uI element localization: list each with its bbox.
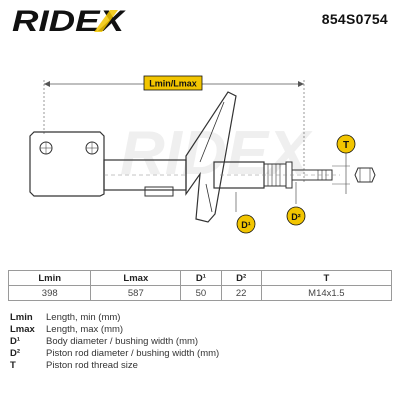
legend-text: Piston rod diameter / bushing width (mm) xyxy=(46,348,220,359)
legend-item: Lmin Length, min (mm) xyxy=(10,312,219,324)
value-t: M14x1.5 xyxy=(260,285,393,301)
specs-value-row: 398 587 50 22 M14x1.5 xyxy=(7,285,393,301)
legend-abbr: D² xyxy=(10,348,21,359)
value-d2: 22 xyxy=(220,285,262,301)
body-sleeve xyxy=(144,186,174,197)
legend-item: D¹ Body diameter / bushing width (mm) xyxy=(10,336,219,348)
callout-d1-badge xyxy=(236,214,256,234)
legend-item: D² Piston rod diameter / bushing width (… xyxy=(10,348,219,360)
legend-abbr: T xyxy=(10,360,16,371)
callout-t-badge xyxy=(336,134,356,154)
part-number: 854S0754 xyxy=(321,11,388,27)
ridex-logo: RIDEX xyxy=(12,6,126,36)
legend-item: T Piston rod thread size xyxy=(10,360,219,372)
mount-bracket xyxy=(29,131,105,197)
shock-absorber-drawing: RIDEX Lmin/Lmax T D¹ xyxy=(29,75,376,234)
callout-d1-label: D¹ xyxy=(241,220,251,230)
header: RIDEX 854S0754 xyxy=(0,0,400,42)
col-header-lmax: Lmax xyxy=(90,270,182,286)
value-lmax: 587 xyxy=(90,285,182,301)
col-header-t: T xyxy=(260,270,393,286)
dimension-label-box xyxy=(143,75,203,91)
value-d1: 50 xyxy=(180,285,222,301)
legend-text: Body diameter / bushing width (mm) xyxy=(46,336,199,347)
legend: Lmin Length, min (mm) Lmax Length, max (… xyxy=(10,312,219,372)
callout-t-label: T xyxy=(343,140,349,151)
callout-d2-badge xyxy=(286,206,306,226)
dimension-label: Lmin/Lmax xyxy=(149,79,197,89)
callout-d2-label: D² xyxy=(291,212,301,222)
value-lmin: 398 xyxy=(7,285,92,301)
nut xyxy=(354,167,376,183)
col-header-d2: D² xyxy=(220,270,262,286)
legend-text: Length, min (mm) xyxy=(46,312,121,323)
logo-x-accent xyxy=(94,10,118,32)
legend-abbr: Lmax xyxy=(10,324,35,335)
specs-header-row: Lmin Lmax D¹ D² T xyxy=(7,270,393,286)
col-header-d1: D¹ xyxy=(180,270,222,286)
dimension-arrow-left xyxy=(44,81,50,87)
legend-item: Lmax Length, max (mm) xyxy=(10,324,219,336)
col-header-lmin: Lmin xyxy=(7,270,92,286)
spring-seat xyxy=(185,91,237,223)
watermark: RIDEX xyxy=(120,119,313,188)
legend-text: Piston rod thread size xyxy=(46,360,138,371)
specs-table: Lmin Lmax D¹ D² T 398 587 50 22 M14x1.5 xyxy=(7,270,393,301)
dimension-arrow-right xyxy=(298,81,304,87)
legend-text: Length, max (mm) xyxy=(46,324,124,335)
legend-abbr: Lmin xyxy=(10,312,33,323)
legend-abbr: D¹ xyxy=(10,336,21,347)
